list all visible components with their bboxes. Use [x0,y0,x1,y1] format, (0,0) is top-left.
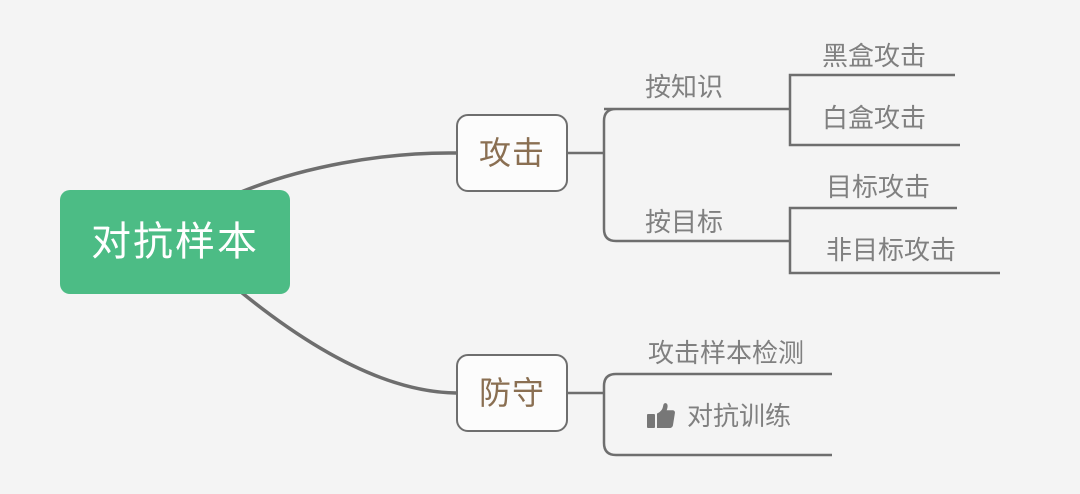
group-label-by-knowledge[interactable]: 按知识 [645,72,724,102]
connector-root-to-defense [239,290,458,395]
leaf-label-adversarial-training[interactable]: 对抗训练 [645,400,791,432]
leaf-label-attack-sample-detection[interactable]: 攻击样本检测 [648,338,805,368]
leaf-label-adversarial-training-text: 对抗训练 [687,401,792,431]
connector-root-to-attack [239,151,458,194]
root-node[interactable]: 对抗样本 [60,190,290,294]
branch-node-defense-label: 防守 [478,375,545,411]
leaf-label-untargeted-attack[interactable]: 非目标攻击 [826,235,957,265]
branch-node-attack[interactable]: 攻击 [456,114,568,192]
leaf-label-whitebox-attack[interactable]: 白盒攻击 [822,103,927,133]
branch-node-attack-label: 攻击 [478,135,545,171]
leaf-label-blackbox-attack[interactable]: 黑盒攻击 [822,41,927,71]
leaf-label-targeted-attack[interactable]: 目标攻击 [826,172,931,202]
root-node-label: 对抗样本 [91,220,259,264]
group-label-by-target[interactable]: 按目标 [645,207,724,237]
thumbs-up-icon [645,400,677,432]
branch-node-defense[interactable]: 防守 [456,354,568,432]
